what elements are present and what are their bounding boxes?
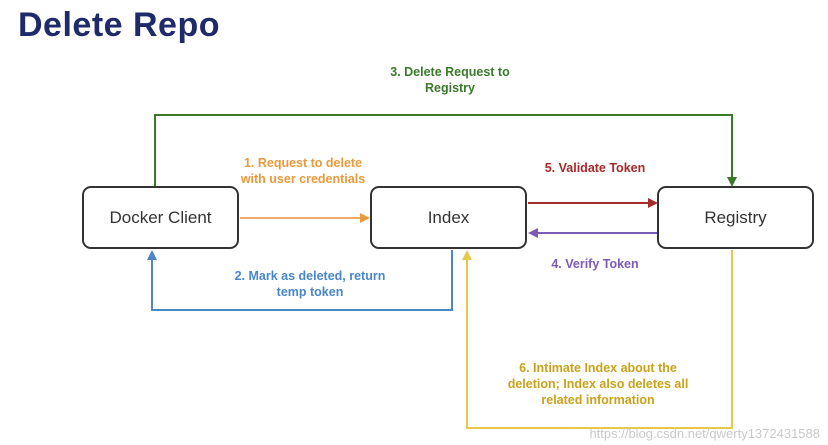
node-docker-client: Docker Client — [82, 186, 239, 249]
arrow-step6-intimate-index — [462, 250, 733, 429]
label-step1: 1. Request to delete with user credentia… — [240, 156, 366, 186]
label-step2: 2. Mark as deleted, return temp token — [234, 269, 386, 299]
node-registry: Registry — [657, 186, 814, 249]
label-step4: 4. Verify Token — [551, 257, 639, 271]
watermark: https://blog.csdn.net/qwerty1372431588 — [589, 426, 820, 441]
label-step3: 3. Delete Request to Registry — [390, 65, 510, 95]
label-step5: 5. Validate Token — [544, 161, 646, 175]
label-step6: 6. Intimate Index about the deletion; In… — [507, 361, 689, 407]
page-title: Delete Repo — [18, 6, 220, 44]
arrow-step2-mark-deleted — [147, 250, 453, 311]
arrow-step3-delete-request — [154, 114, 737, 187]
node-index: Index — [370, 186, 527, 249]
